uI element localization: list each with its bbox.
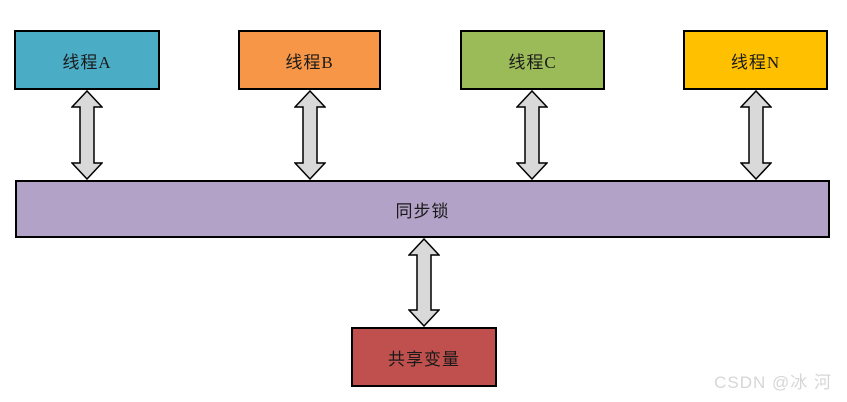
- double-arrow-shape: [71, 90, 103, 180]
- thread-b-label: 线程B: [285, 52, 334, 72]
- thread-n-label: 线程N: [730, 52, 781, 72]
- double-arrow-shape: [294, 90, 326, 180]
- thread-a-box: 线程A: [14, 30, 160, 90]
- shared-variable-box: 共享变量: [351, 327, 497, 387]
- thread-b-box: 线程B: [238, 30, 381, 90]
- double-arrow-thread-b-lock-icon: [294, 90, 326, 180]
- double-arrow-thread-a-lock-icon: [71, 90, 103, 180]
- thread-a-label: 线程A: [62, 52, 112, 72]
- thread-c-label: 线程C: [508, 52, 557, 72]
- double-arrow-thread-c-lock-icon: [516, 90, 548, 180]
- double-arrow-lock-shared-icon: [408, 238, 440, 327]
- double-arrow-shape: [516, 90, 548, 180]
- thread-n-box: 线程N: [683, 30, 828, 90]
- double-arrow-shape: [408, 238, 440, 327]
- thread-c-box: 线程C: [460, 30, 605, 90]
- sync-lock-label: 同步锁: [395, 201, 450, 221]
- watermark-text: CSDN @冰 河: [714, 373, 832, 392]
- sync-lock-bar: 同步锁: [15, 180, 830, 238]
- double-arrow-shape: [740, 90, 772, 180]
- double-arrow-thread-n-lock-icon: [740, 90, 772, 180]
- shared-variable-label: 共享变量: [388, 349, 460, 369]
